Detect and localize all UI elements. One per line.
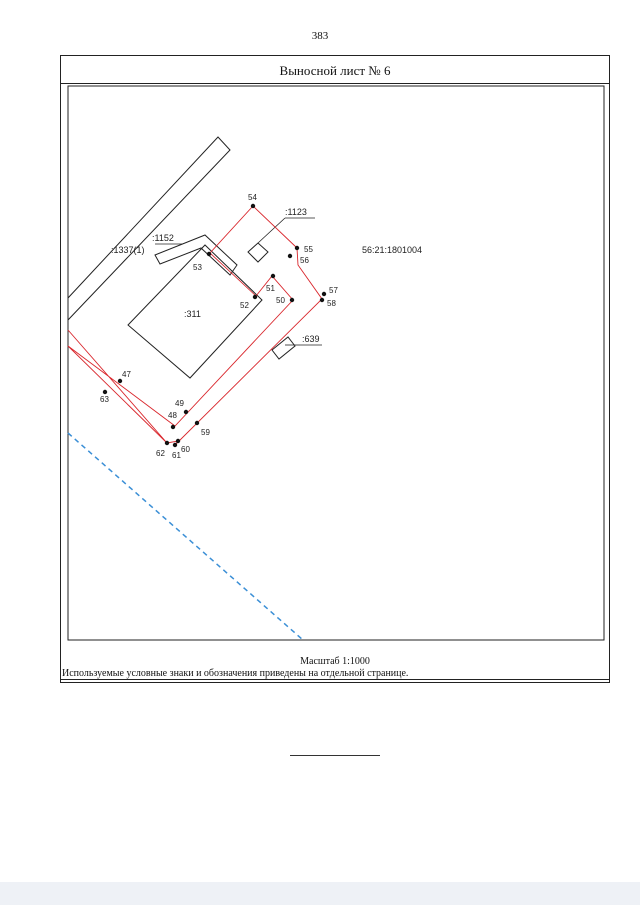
signature-line bbox=[290, 755, 380, 756]
point-53 bbox=[206, 251, 212, 257]
boundary-points bbox=[102, 203, 327, 448]
label-60: 60 bbox=[181, 445, 190, 454]
scale-label: Масштаб 1:1000 bbox=[300, 656, 370, 667]
parcel-label-1337: :1337(1) bbox=[111, 245, 145, 255]
boundary-main bbox=[67, 205, 323, 446]
building-311 bbox=[127, 244, 263, 379]
label-59: 59 bbox=[201, 428, 210, 437]
label-56: 56 bbox=[300, 256, 309, 265]
label-50: 50 bbox=[276, 296, 285, 305]
label-61: 61 bbox=[172, 451, 181, 460]
boundary-inner bbox=[67, 345, 168, 444]
point-48 bbox=[170, 424, 176, 430]
label-55: 55 bbox=[304, 245, 313, 254]
building-1152 bbox=[154, 234, 238, 276]
point-58 bbox=[319, 297, 325, 303]
sheet-title: Выносной лист № 6 bbox=[279, 63, 391, 78]
point-61 bbox=[172, 442, 178, 448]
parcel-label-1152: :1152 bbox=[152, 233, 174, 243]
label-49: 49 bbox=[175, 399, 184, 408]
point-55 bbox=[294, 245, 300, 251]
point-56 bbox=[287, 253, 293, 259]
point-59 bbox=[194, 420, 200, 426]
label-57: 57 bbox=[329, 286, 338, 295]
road-strip bbox=[67, 136, 231, 321]
point-51 bbox=[270, 273, 276, 279]
leader-1123 bbox=[257, 217, 286, 244]
map-area-frame bbox=[67, 85, 605, 641]
label-52: 52 bbox=[240, 301, 249, 310]
label-62: 62 bbox=[156, 449, 165, 458]
building-639 bbox=[271, 336, 296, 360]
point-50 bbox=[289, 297, 295, 303]
point-57 bbox=[321, 291, 327, 297]
sheet-frame bbox=[60, 55, 610, 683]
title-divider bbox=[60, 83, 610, 84]
parcel-label-311: :311 bbox=[184, 309, 201, 319]
parcel-label-1123: :1123 bbox=[285, 207, 307, 217]
point-62 bbox=[164, 440, 170, 446]
label-54: 54 bbox=[248, 193, 257, 202]
point-52 bbox=[252, 294, 258, 300]
point-60 bbox=[175, 438, 181, 444]
point-54 bbox=[250, 203, 256, 209]
bottom-rule bbox=[60, 679, 610, 680]
label-63: 63 bbox=[100, 395, 109, 404]
dashed-boundary bbox=[67, 432, 304, 641]
label-51: 51 bbox=[266, 284, 275, 293]
page-number: 383 bbox=[311, 30, 329, 42]
label-53: 53 bbox=[193, 263, 202, 272]
parcel-label-639: :639 bbox=[302, 334, 320, 344]
label-48: 48 bbox=[168, 411, 177, 420]
point-47 bbox=[117, 378, 123, 384]
scan-bottom-band bbox=[0, 882, 640, 905]
block-number-label: 56:21:1801004 bbox=[362, 245, 422, 255]
label-47: 47 bbox=[122, 370, 131, 379]
point-63 bbox=[102, 389, 108, 395]
label-58: 58 bbox=[327, 299, 336, 308]
legend-note: Используемые условные знаки и обозначени… bbox=[62, 668, 409, 679]
point-49 bbox=[183, 409, 189, 415]
building-1123 bbox=[247, 242, 269, 263]
